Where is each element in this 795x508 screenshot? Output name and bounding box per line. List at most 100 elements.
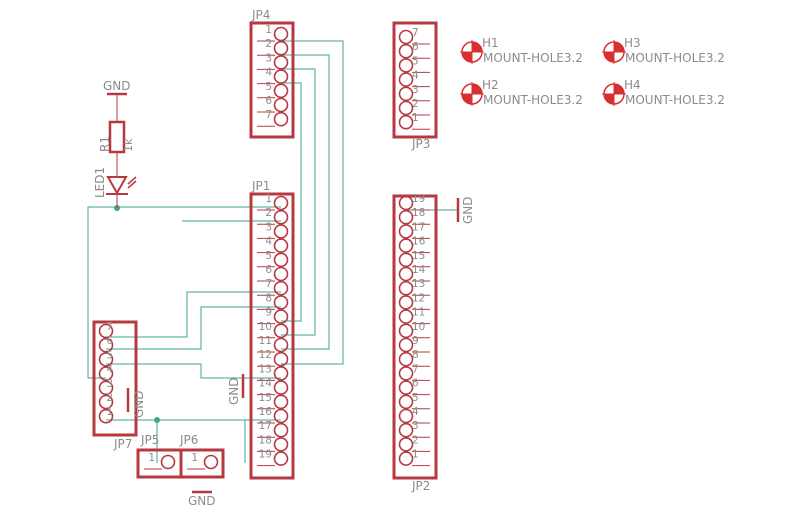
wire-jp4-2-jp1-12 xyxy=(281,54,330,350)
mount-hole-name: H1 xyxy=(482,36,499,50)
jp2-pin-8 xyxy=(398,351,414,367)
led-arrow xyxy=(127,176,137,185)
jp2-pin-label-9: 9 xyxy=(412,335,419,347)
jp2-pin-3 xyxy=(398,422,414,438)
jp3-pin-label-2: 2 xyxy=(412,98,419,110)
jp2-pin-16 xyxy=(398,238,414,253)
jp4-pin-1 xyxy=(273,26,289,42)
jp7-pin-label-6: 6 xyxy=(106,335,113,347)
jp7-pin-5 xyxy=(98,352,114,367)
jp4-name: JP4 xyxy=(251,8,270,22)
jp7-header xyxy=(92,320,138,437)
jp1-pin-13 xyxy=(273,366,289,381)
jp1-pin-9 xyxy=(273,309,289,324)
jp2-pin-label-1: 1 xyxy=(412,449,419,461)
led-arrow xyxy=(127,180,137,189)
jp2-pin-label-2: 2 xyxy=(412,434,419,446)
jp2-pin-label-3: 3 xyxy=(412,420,419,432)
jp1-pin-18 xyxy=(273,437,289,452)
jp3-pin-label-6: 6 xyxy=(412,41,419,53)
jp1-pin-17 xyxy=(273,422,289,438)
jp7-pin-3 xyxy=(98,380,114,396)
wire-jp1-8-jp7-5 xyxy=(106,306,281,350)
jp2-pin-13 xyxy=(398,280,414,296)
jp2-pin-label-13: 13 xyxy=(412,278,425,290)
jp3-pin-6 xyxy=(398,43,414,59)
mount-hole-name: H3 xyxy=(624,36,641,50)
jp7-name: JP7 xyxy=(113,437,132,451)
gnd-label: GND xyxy=(103,79,131,93)
jp7-pin-label-2: 2 xyxy=(106,392,113,404)
jp1-pin-label-16: 16 xyxy=(259,406,273,418)
part-labels: JP41234567JP1123456789101112131415161718… xyxy=(93,8,725,508)
jp1-pin-11 xyxy=(273,337,289,353)
mount-hole-quadrant xyxy=(614,84,624,94)
jp2-pin-label-11: 11 xyxy=(412,307,425,319)
jp3-name: JP3 xyxy=(411,137,430,151)
jp1-pin-label-10: 10 xyxy=(259,321,272,333)
mount-hole-h1 xyxy=(460,40,484,64)
jp2-pin-17 xyxy=(398,224,414,239)
jp6-pin-label-1: 1 xyxy=(191,452,198,464)
jp2-pin-11 xyxy=(398,309,414,324)
jp4-header xyxy=(249,21,295,139)
mount-hole-quadrant xyxy=(472,84,482,94)
jp4-pin-label-2: 2 xyxy=(265,38,272,50)
jp1-pin-7 xyxy=(273,280,289,296)
jp1-pin-15 xyxy=(273,394,289,410)
jp4-pin-4 xyxy=(273,69,289,84)
mount-hole-h3 xyxy=(602,40,626,64)
jp1-pin-16 xyxy=(273,408,289,424)
jp1-outline xyxy=(249,192,295,480)
mount-hole-h2 xyxy=(460,82,484,106)
wire-jp4-4-jp1-10 xyxy=(281,82,302,322)
wire-jp4-1-jp1-13 xyxy=(281,40,344,365)
mount-hole-quadrant xyxy=(462,94,472,104)
jp2-pin-14 xyxy=(398,266,414,282)
mount-hole-value: MOUNT-HOLE3.2 xyxy=(483,51,583,65)
jp6-outline xyxy=(179,448,225,479)
jp4-outline xyxy=(249,21,295,139)
jp4-pin-label-3: 3 xyxy=(265,52,272,64)
jp4-pin-3 xyxy=(273,55,289,70)
gnd-label: GND xyxy=(461,196,475,224)
jp1-pin-label-5: 5 xyxy=(265,250,272,262)
mount-hole-value: MOUNT-HOLE3.2 xyxy=(625,51,725,65)
jp2-pin-6 xyxy=(398,380,414,395)
wire-jp1-7-jp7-6 xyxy=(106,291,281,338)
jp2-pin-2 xyxy=(398,437,414,452)
jp1-pin-label-14: 14 xyxy=(259,378,273,390)
jp2-pin-label-8: 8 xyxy=(412,349,419,361)
jp3-pin-5 xyxy=(398,58,414,73)
jp1-pin-label-12: 12 xyxy=(259,349,272,361)
jp7-pin-2 xyxy=(98,394,114,410)
jp1-pin-label-17: 17 xyxy=(259,420,272,432)
jp1-pin-8 xyxy=(273,295,289,310)
jp1-header xyxy=(249,192,295,480)
jp1-pin-5 xyxy=(273,252,289,268)
mount-hole-quadrant xyxy=(472,42,482,52)
jp2-header xyxy=(392,194,438,480)
gnd-label: GND xyxy=(227,377,241,405)
mount-hole-name: H4 xyxy=(624,78,641,92)
led-led1 xyxy=(106,170,137,208)
jp4-pin-label-4: 4 xyxy=(265,67,272,79)
jp1-pin-label-9: 9 xyxy=(265,307,272,319)
jp2-pin-label-18: 18 xyxy=(412,207,425,219)
jp2-pin-label-12: 12 xyxy=(412,292,425,304)
jp4-pin-7 xyxy=(273,111,289,127)
jp1-pin-10 xyxy=(273,323,289,339)
jp1-pin-label-4: 4 xyxy=(265,236,272,248)
mount-hole-quadrant xyxy=(604,52,614,62)
jp2-pin-label-14: 14 xyxy=(412,264,426,276)
jp2-pin-1 xyxy=(398,451,414,466)
jp1-pin-4 xyxy=(273,238,289,253)
junction-dot xyxy=(154,417,160,423)
jp1-name: JP1 xyxy=(251,179,270,193)
net-wires xyxy=(87,40,458,463)
mount-hole-name: H2 xyxy=(482,78,499,92)
mount-hole-quadrant xyxy=(614,42,624,52)
jp7-pin-label-1: 1 xyxy=(106,406,113,418)
jp5-name: JP5 xyxy=(140,433,159,447)
jp2-pin-12 xyxy=(398,295,414,310)
